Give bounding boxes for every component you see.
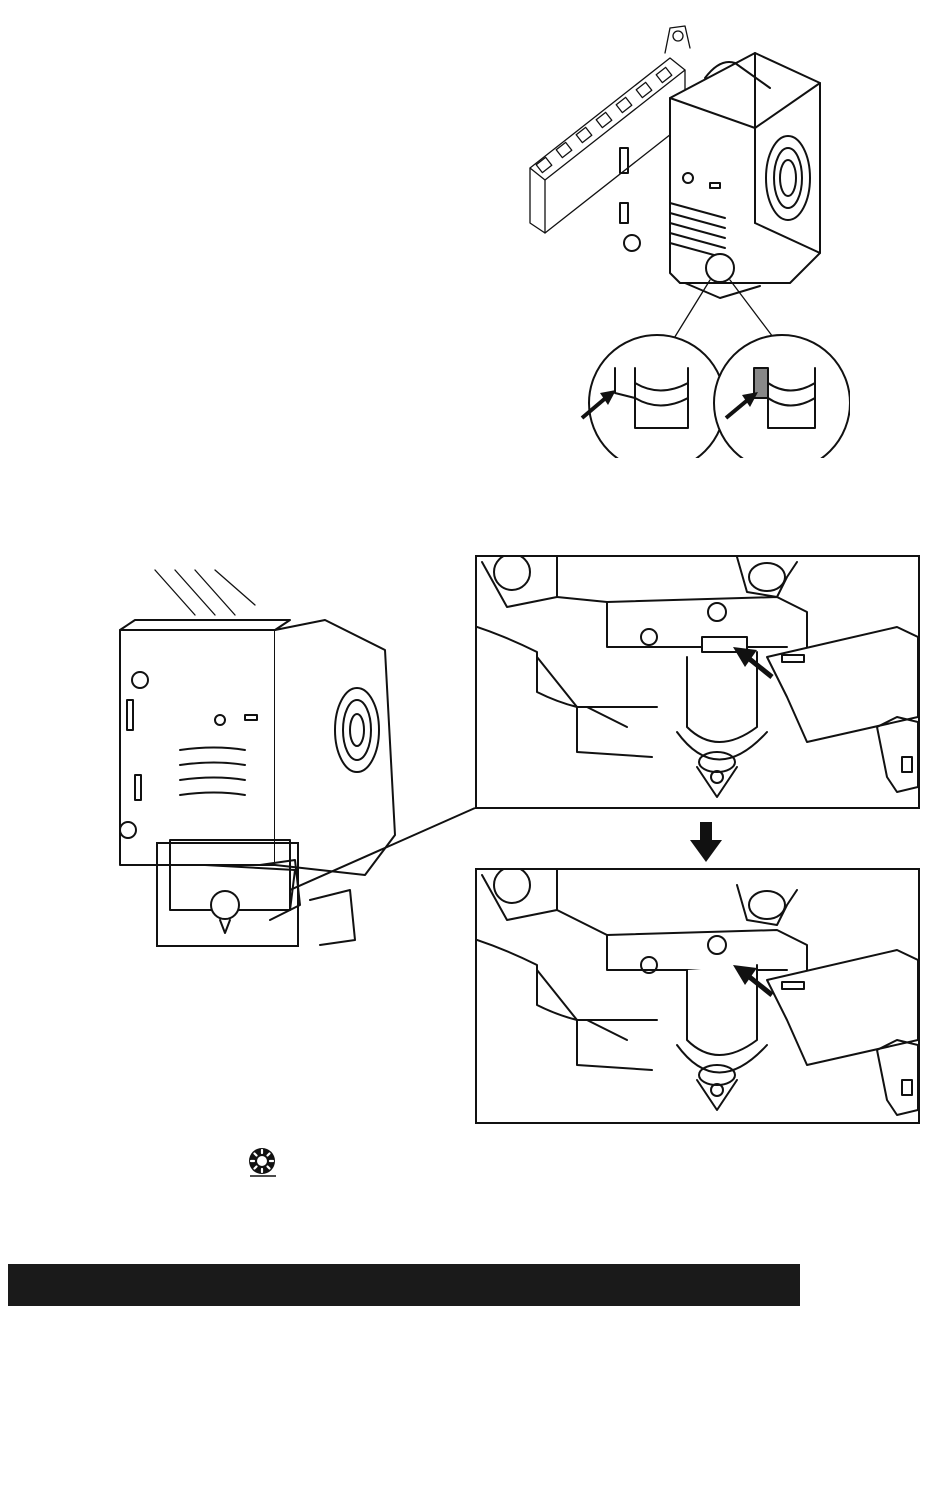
printhead-top-drawing: [520, 18, 850, 458]
cable-chain: [530, 26, 690, 233]
detail-panel-after: [475, 868, 920, 1124]
detail-before-drawing: [477, 557, 918, 807]
printhead-tilted-drawing: [95, 565, 415, 955]
main-housing: [120, 620, 395, 945]
arrow-down-icon: [690, 822, 722, 862]
top-chain: [155, 570, 255, 615]
section-header-text: [8, 1275, 20, 1295]
printhead-tilted-illustration: [95, 565, 415, 955]
callout-connector: [290, 805, 480, 895]
detail-after-drawing: [477, 870, 918, 1122]
detail-panel-before: [475, 555, 920, 809]
detail-circle-right: [714, 335, 850, 458]
printhead-top-illustration: [520, 18, 850, 458]
section-header-bar: [8, 1264, 800, 1306]
gear-icon: [248, 1147, 278, 1177]
